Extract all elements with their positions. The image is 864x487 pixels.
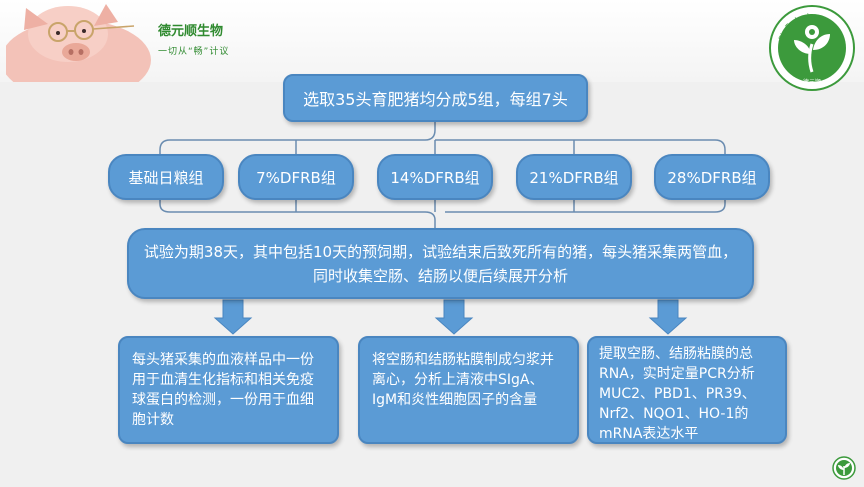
arrow-down-1 bbox=[213, 299, 253, 335]
group-28pct: 28%DFRB组 bbox=[654, 154, 770, 200]
analysis-rna-box: 提取空肠、结肠粘膜的总RNA，实时定量PCR分析MUC2、PBD1、PR39、N… bbox=[587, 336, 787, 444]
brand-slogan: 一切从“畅”计议 bbox=[158, 47, 230, 57]
group-21pct: 21%DFRB组 bbox=[516, 154, 632, 200]
group-7pct: 7%DFRB组 bbox=[238, 154, 354, 200]
brand-block: 德元顺生物 一切从“畅”计议 bbox=[158, 20, 229, 57]
small-logo-icon bbox=[832, 456, 856, 480]
analysis-mucosa-box: 将空肠和结肠粘膜制成匀浆并离心，分析上清液中SIgA、IgM和炎性细胞因子的含量 bbox=[358, 336, 579, 444]
connector-groups-to-trial bbox=[159, 200, 726, 228]
company-logo: Bio-Technology 德元顺 bbox=[769, 5, 855, 91]
trial-description-box: 试验为期38天，其中包括10天的预饲期，试验结束后致死所有的猪，每头猪采集两管血… bbox=[127, 228, 754, 299]
logo-chars: 德元顺 bbox=[803, 78, 821, 86]
group-control: 基础日粮组 bbox=[108, 154, 224, 200]
brand-name: 德元顺生物 bbox=[158, 24, 224, 39]
selection-box: 选取35头育肥猪均分成5组，每组7头 bbox=[283, 74, 588, 122]
arrow-down-3 bbox=[648, 299, 688, 335]
group-14pct: 14%DFRB组 bbox=[377, 154, 493, 200]
arrow-down-2 bbox=[434, 299, 474, 335]
pig-image bbox=[6, 4, 151, 82]
connector-top-to-groups bbox=[159, 122, 726, 154]
analysis-blood-box: 每头猪采集的血液样品中一份用于血清生化指标和相关免疫球蛋白的检测，一份用于血细胞… bbox=[118, 336, 339, 444]
